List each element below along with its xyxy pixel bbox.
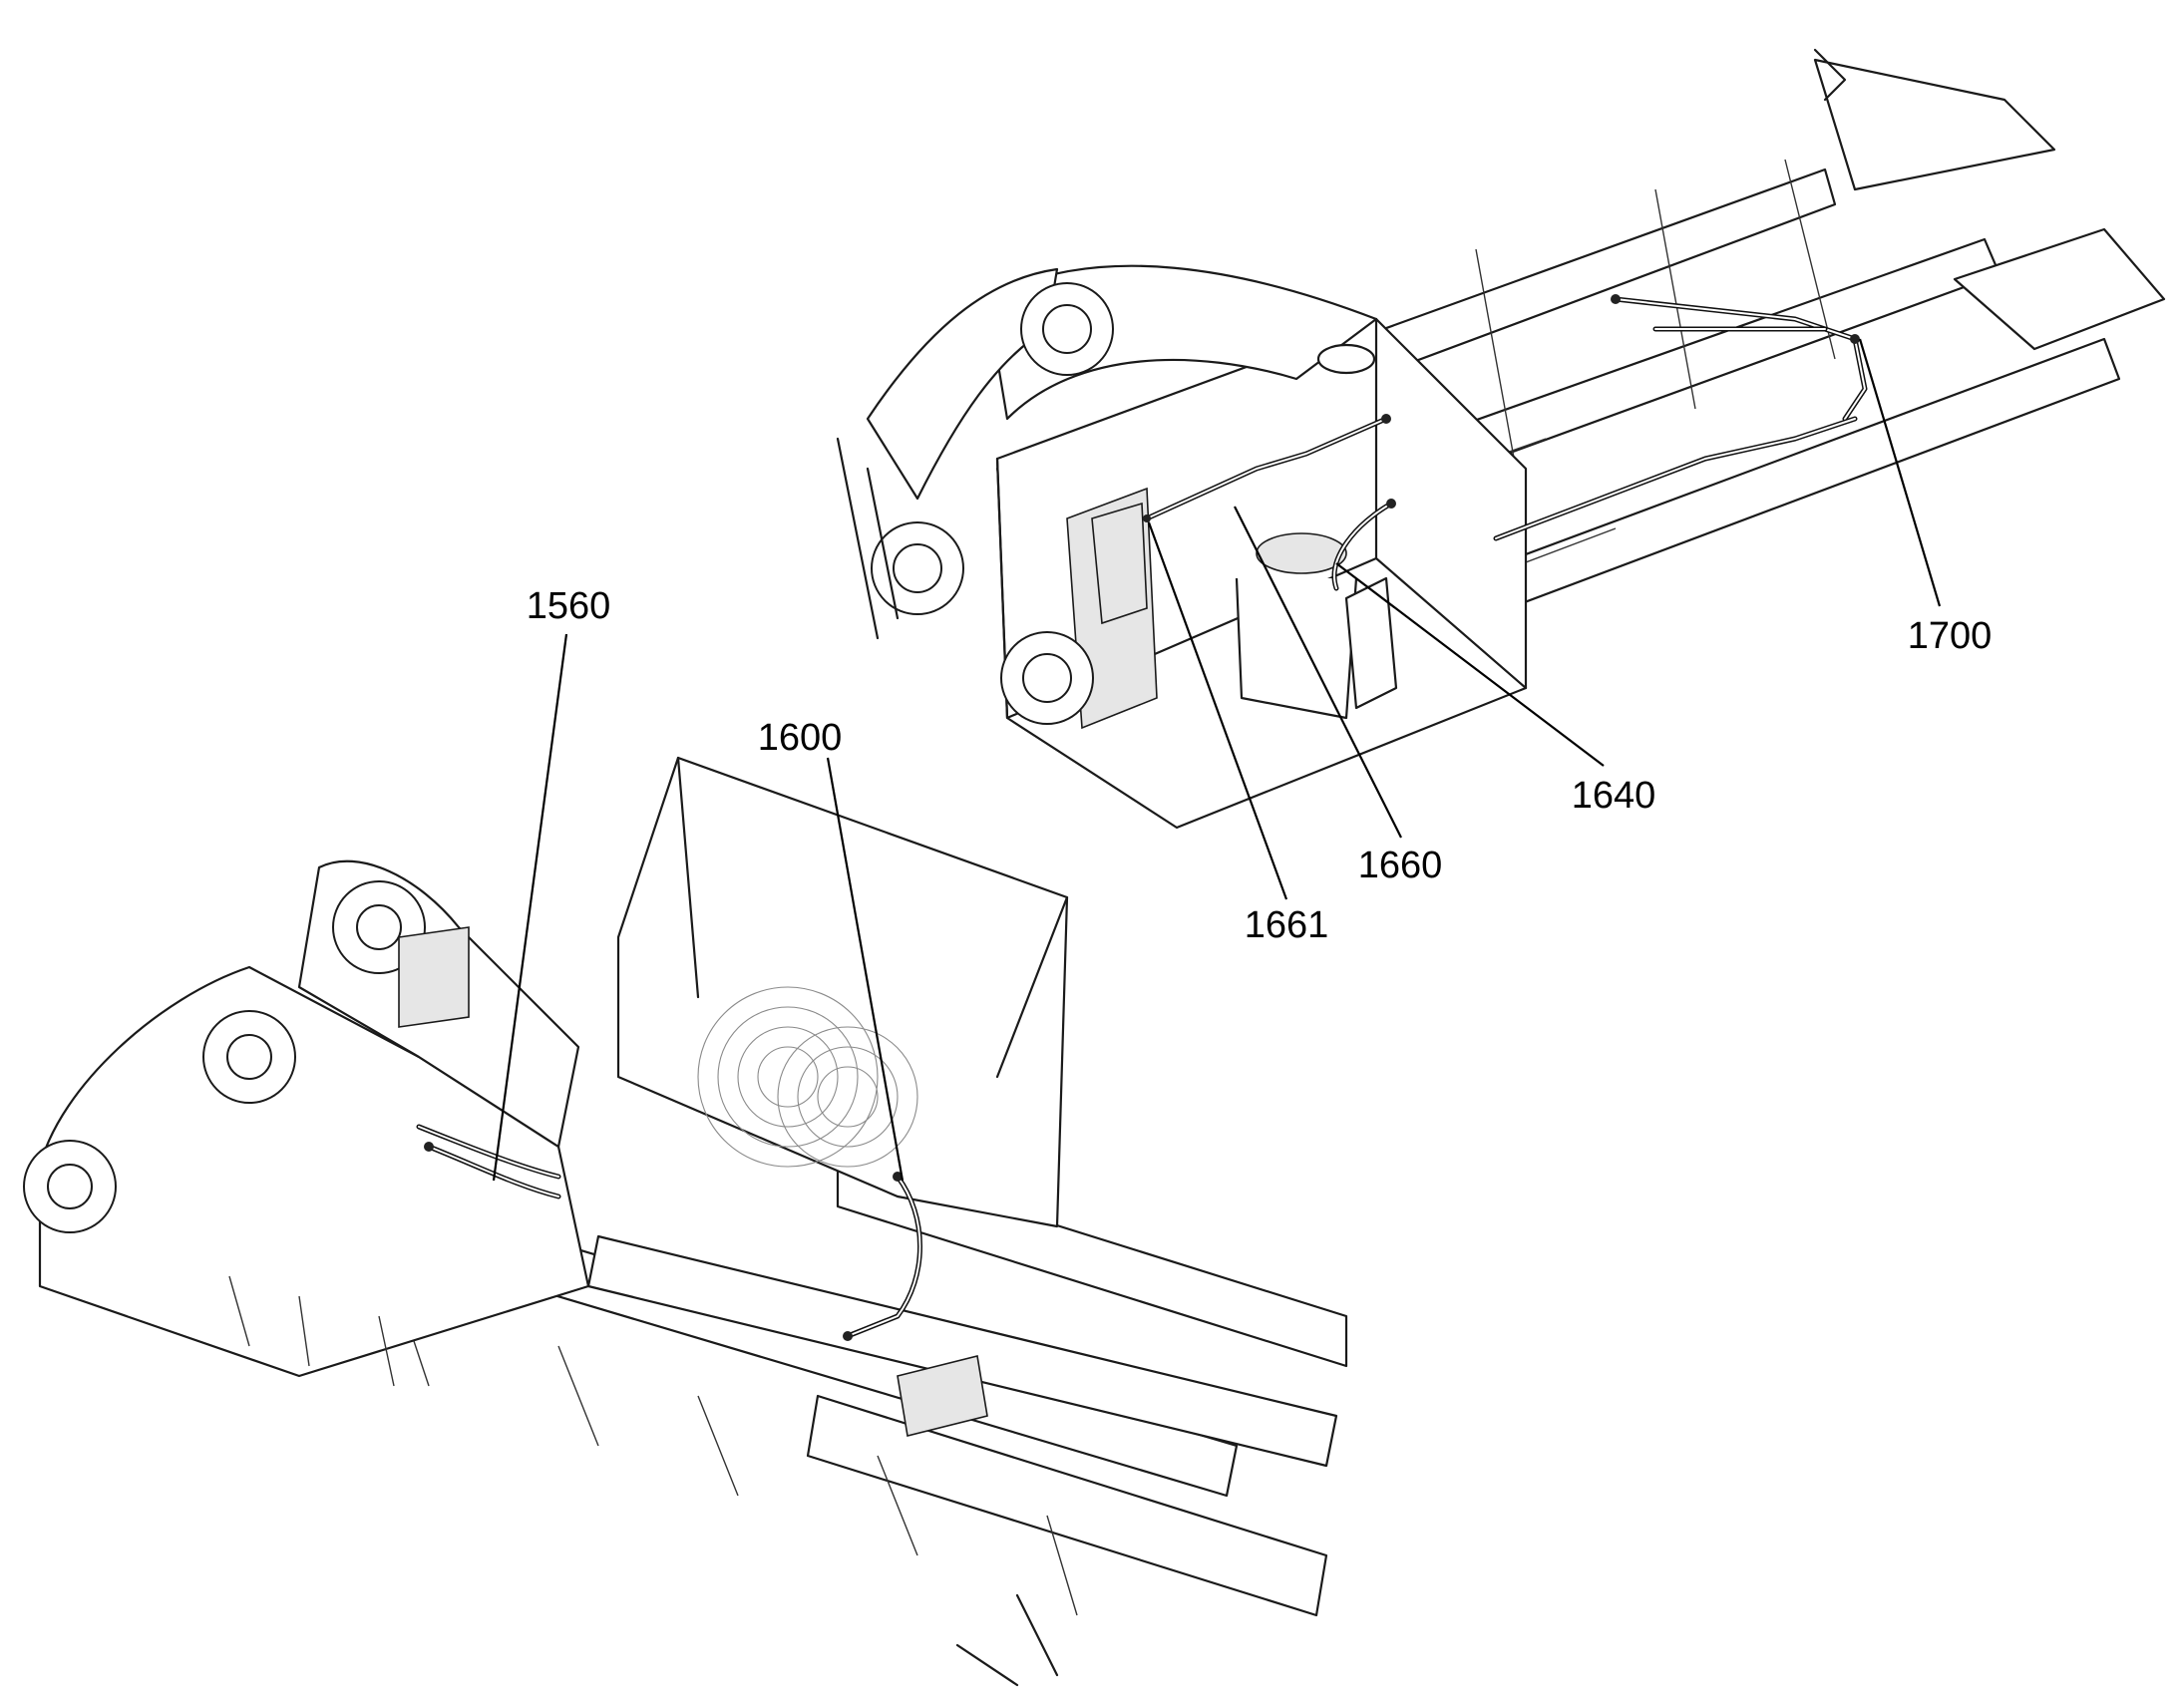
callout-label-1661: 1661 (1245, 904, 1329, 946)
rear-frame-assembly (836, 48, 2166, 830)
callout-label-1600: 1600 (758, 717, 843, 759)
callout-label-1560: 1560 (527, 585, 611, 627)
callout-label-1640: 1640 (1572, 775, 1656, 817)
callout-1560: 1560 (492, 585, 611, 1182)
callout-label-1660: 1660 (1358, 845, 1443, 886)
callout-1600: 1600 (758, 717, 905, 1182)
callout-label-1700: 1700 (1908, 615, 1993, 657)
callout-1700: 1700 (1858, 338, 1993, 657)
callout-1640: 1640 (1335, 562, 1656, 817)
callout-1660: 1660 (1234, 506, 1443, 886)
callout-1661: 1661 (1147, 521, 1329, 946)
front-frame-assembly (23, 756, 1348, 1687)
